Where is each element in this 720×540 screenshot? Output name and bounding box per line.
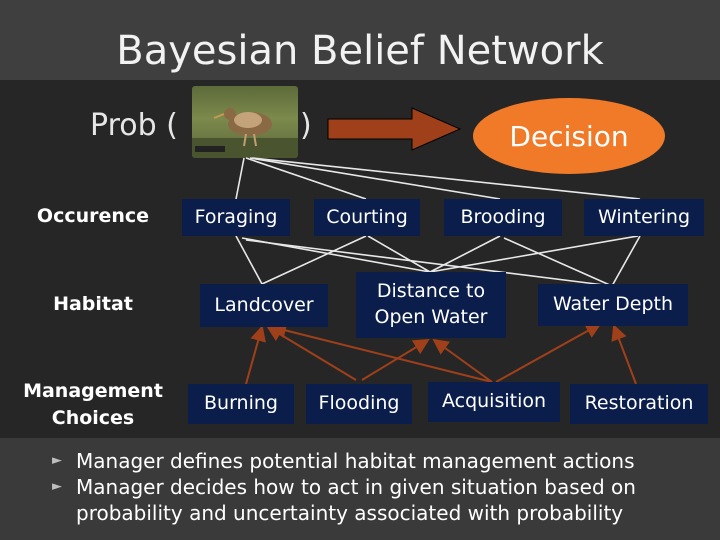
bird-illustration xyxy=(192,108,298,158)
row-label-habitat: Habitat xyxy=(53,293,133,315)
link-landcover-foraging xyxy=(235,235,263,285)
link-flooding-distance xyxy=(361,338,430,381)
node-acquisition: Acquisition xyxy=(428,382,560,422)
link-brooding-bird xyxy=(249,157,501,200)
bullet-triangle-icon: ► xyxy=(52,453,62,468)
link-distance-brooding xyxy=(429,235,501,273)
link-waterdepth-brooding xyxy=(503,237,613,287)
link-burning-landcover xyxy=(245,325,266,385)
bullet-text: Manager decides how to act in given situ… xyxy=(76,475,636,525)
prob-close-label: ) xyxy=(300,108,312,143)
link-waterdepth-wintering xyxy=(611,235,641,287)
bird-photo xyxy=(192,86,298,158)
prob-open-label: Prob ( xyxy=(90,108,178,143)
decision-arrow xyxy=(327,107,462,151)
link-landcover-courting xyxy=(261,235,367,285)
decision-node: Decision xyxy=(473,98,665,174)
link-restoration-waterdepth xyxy=(611,324,637,385)
node-burning: Burning xyxy=(188,384,294,424)
node-flooding: Flooding xyxy=(306,384,412,424)
link-acquisition-distance xyxy=(432,338,493,383)
node-foraging: Foraging xyxy=(182,199,290,236)
node-wintering: Wintering xyxy=(584,199,704,236)
link-distance-courting xyxy=(367,235,431,273)
link-waterdepth-foraging xyxy=(245,239,613,287)
link-acquisition-landcover xyxy=(270,322,493,383)
row-label-management: Management Choices xyxy=(23,380,163,429)
slide-title: Bayesian Belief Network xyxy=(116,28,604,74)
bullet-triangle-icon: ► xyxy=(52,479,62,494)
link-flooding-landcover xyxy=(266,325,357,381)
node-landcover: Landcover xyxy=(200,284,328,327)
link-acquisition-waterdepth xyxy=(495,323,602,383)
node-distance-to-open-water: Distance to Open Water xyxy=(356,272,506,338)
bullet-item: ► Manager defines potential habitat mana… xyxy=(52,448,712,474)
title-band xyxy=(0,0,720,80)
bullet-text: Manager defines potential habitat manage… xyxy=(76,449,635,473)
node-restoration: Restoration xyxy=(570,384,708,424)
link-courting-bird xyxy=(245,157,367,200)
bullet-item: ► Manager decides how to act in given si… xyxy=(52,474,712,526)
link-foraging-bird xyxy=(235,157,245,200)
bullet-list: ► Manager defines potential habitat mana… xyxy=(52,448,712,526)
node-courting: Courting xyxy=(314,199,420,236)
link-distance-wintering xyxy=(429,235,639,273)
row-label-occurence: Occurence xyxy=(36,205,150,227)
node-brooding: Brooding xyxy=(444,199,562,236)
node-water-depth: Water Depth xyxy=(538,284,688,326)
link-wintering-bird xyxy=(251,157,641,200)
